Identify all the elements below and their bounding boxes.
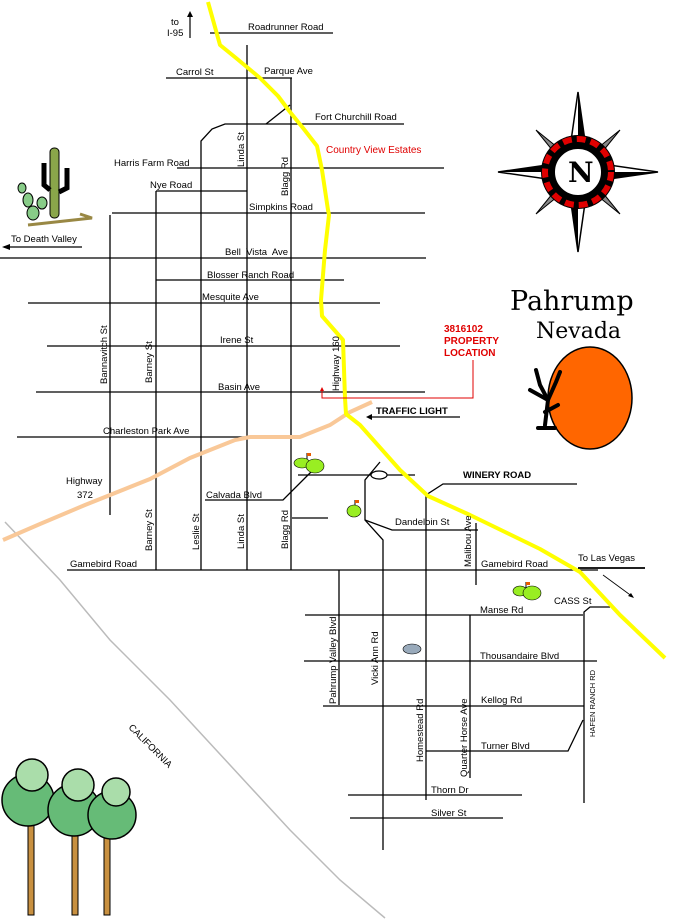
las-vegas-arrow xyxy=(578,567,645,598)
cactus-icon xyxy=(17,147,93,227)
joshua-tree-icon xyxy=(528,368,562,430)
title-nevada: Nevada xyxy=(536,319,621,344)
irene-st-label: Irene St xyxy=(220,335,254,346)
roadrunner-road-label: Roadrunner Road xyxy=(248,22,324,33)
to-i95-arrow xyxy=(187,11,193,38)
highway-160-label: Highway 160 xyxy=(331,336,342,391)
leslie-st-label: Leslie St xyxy=(191,513,202,550)
country-view-estates-label: Country View Estates xyxy=(326,145,421,156)
malibou-ave-label: Malibou Ave xyxy=(463,515,474,567)
pahrump-valley-blvd-label: Pahrump Valley Blvd xyxy=(328,617,339,704)
compass-rose-icon: N xyxy=(497,91,659,253)
golf-course-icon xyxy=(346,500,362,518)
turner-blvd-label: Turner Blvd xyxy=(481,741,530,752)
hafen-ranch-rd-label: HAFEN RANCH RD xyxy=(588,669,597,737)
compass-north-letter: N xyxy=(568,156,594,189)
sun-icon xyxy=(547,346,633,450)
bannavitch-st-label: Bannavitch St xyxy=(99,325,110,384)
fort-churchill-road-label: Fort Churchill Road xyxy=(315,112,397,123)
blosser-ranch-road-label: Blosser Ranch Road xyxy=(207,270,294,281)
charleston-park-ave-label: Charleston Park Ave xyxy=(103,426,189,437)
highway-372-line xyxy=(2,400,373,542)
bell-vista-ave-label: Bell Vista Ave xyxy=(225,247,288,258)
manse-rd-label: Manse Rd xyxy=(480,605,523,616)
golf-course-icon xyxy=(293,453,325,474)
nye-road-label: Nye Road xyxy=(150,180,192,191)
highway-160-line xyxy=(206,1,667,660)
street-labels: to I-95 Roadrunner Road Carrol St Parque… xyxy=(11,17,635,819)
harris-farm-road-label: Harris Farm Road xyxy=(114,158,190,169)
vicki-ann-rd-label: Vicki Ann Rd xyxy=(370,631,381,685)
calvada-blvd-label: Calvada Blvd xyxy=(206,490,262,501)
highway-372-label: Highway xyxy=(66,476,103,487)
winery-road-label: WINERY ROAD xyxy=(463,470,531,481)
california-label: CALIFORNIA xyxy=(126,722,175,771)
park-icon xyxy=(402,643,422,655)
blagg-rd-south-label: Blagg Rd xyxy=(280,510,291,549)
simpkins-road-label: Simpkins Road xyxy=(249,202,313,213)
property-pointer[interactable] xyxy=(320,360,474,399)
property-label: PROPERTY xyxy=(444,336,499,347)
traffic-light-label: TRAFFIC LIGHT xyxy=(376,406,448,417)
death-valley-arrow xyxy=(2,244,82,250)
dandelion-st-label: Dandeloin St xyxy=(395,517,450,528)
thousandaire-blvd-label: Thousandaire Blvd xyxy=(480,651,559,662)
trees-icon xyxy=(1,758,137,916)
street-lines xyxy=(0,32,610,850)
blagg-rd-north-label: Blagg Rd xyxy=(280,157,291,196)
location-label: LOCATION xyxy=(444,348,495,359)
cass-st-label: CASS St xyxy=(554,596,592,607)
to-death-valley-label: To Death Valley xyxy=(11,234,77,245)
highway-372-number: 372 xyxy=(77,490,93,501)
barney-st-south-label: Barney St xyxy=(144,509,155,551)
carrol-st-label: Carrol St xyxy=(176,67,214,78)
basin-ave-label: Basin Ave xyxy=(218,382,260,393)
linda-st-north-label: Linda St xyxy=(236,132,247,167)
thorn-dr-label: Thorn Dr xyxy=(431,785,468,796)
property-id-label: 3816102 xyxy=(444,324,483,335)
kellog-rd-label: Kellog Rd xyxy=(481,695,522,706)
silver-st-label: Silver St xyxy=(431,808,467,819)
gamebird-road-east-label: Gamebird Road xyxy=(481,559,548,570)
title-pahrump: Pahrump xyxy=(510,286,634,317)
california-state-line xyxy=(4,521,386,919)
to-i95-label: to xyxy=(171,17,179,28)
golf-course-icon xyxy=(512,582,542,601)
barney-st-north-label: Barney St xyxy=(144,341,155,383)
linda-st-south-label: Linda St xyxy=(236,514,247,549)
homestead-rd-label: Homestead Rd xyxy=(415,699,426,762)
parque-ave-label: Parque Ave xyxy=(264,66,313,77)
quarter-horse-ave-label: Quarter Horse Ave xyxy=(459,698,470,777)
to-i95-label-2: I-95 xyxy=(167,28,183,39)
to-las-vegas-label: To Las Vegas xyxy=(578,553,635,564)
mesquite-ave-label: Mesquite Ave xyxy=(202,292,259,303)
gamebird-road-west-label: Gamebird Road xyxy=(70,559,137,570)
traffic-light-arrow xyxy=(366,414,460,420)
